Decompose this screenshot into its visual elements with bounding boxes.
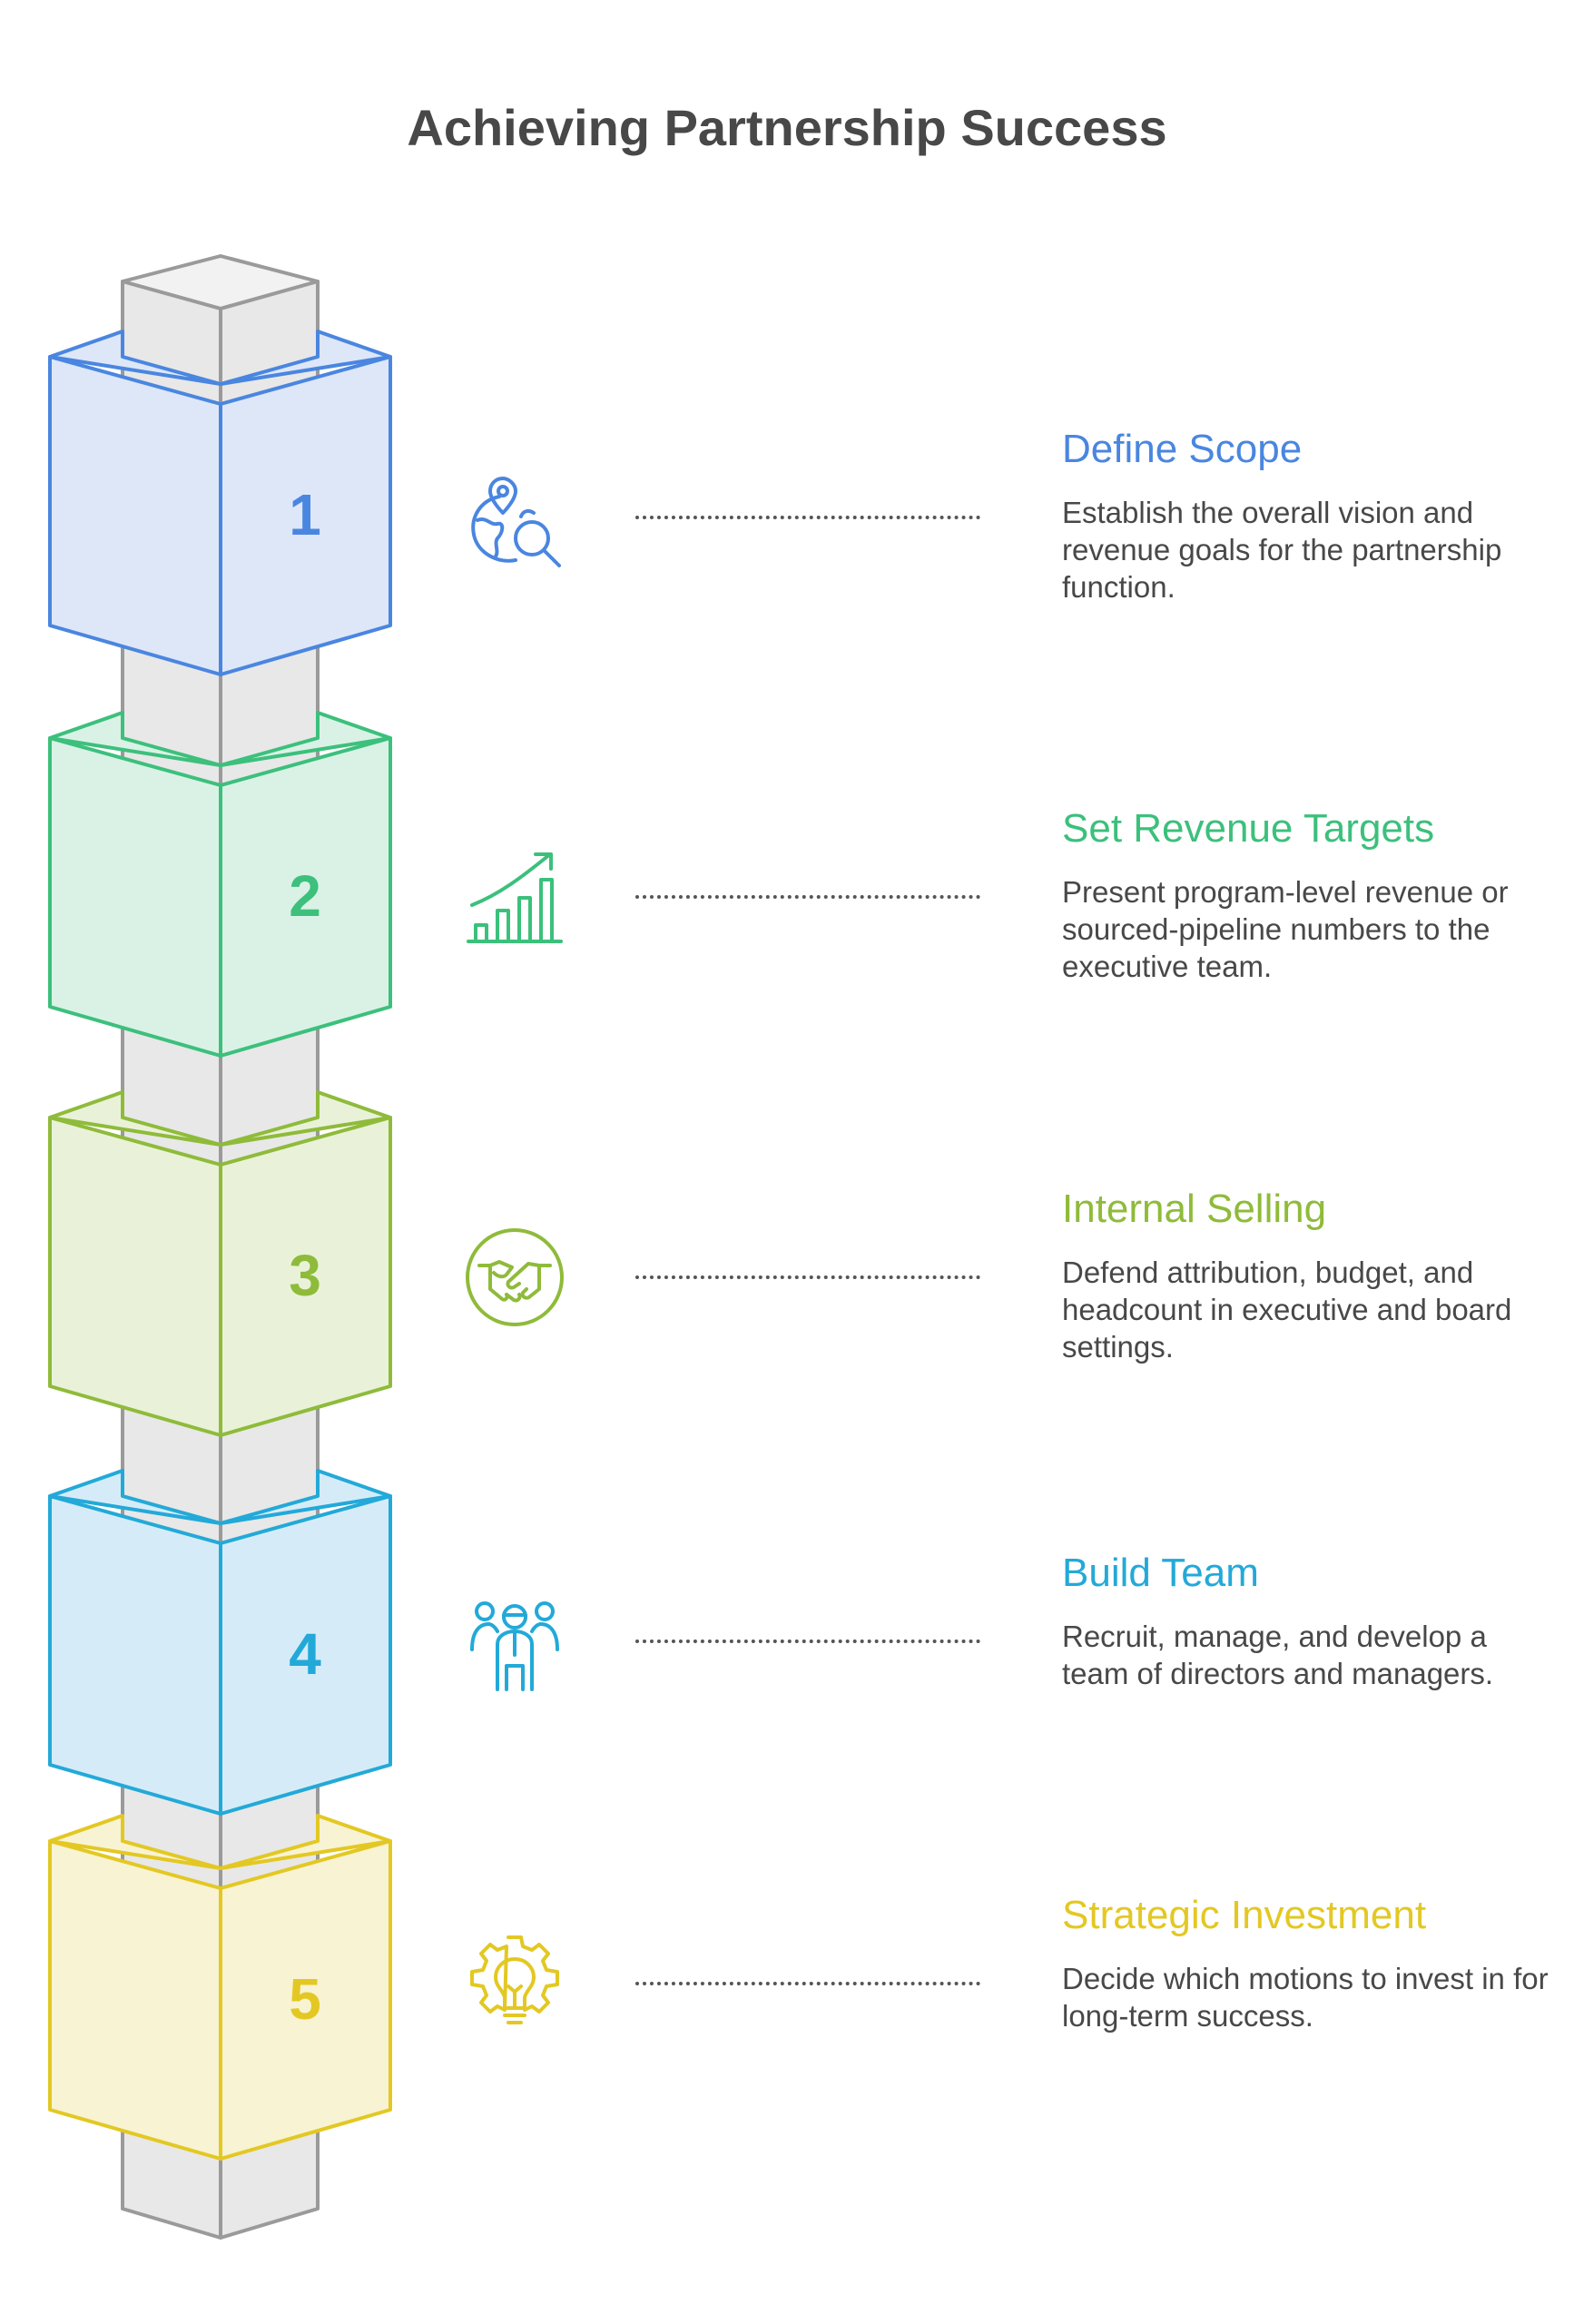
step-description: Defend attribution, budget, and headcoun… xyxy=(1062,1256,1512,1364)
dotted-connector xyxy=(635,1640,980,1647)
step-title: Internal Selling xyxy=(1062,1187,1327,1231)
step-number-2: 2 xyxy=(289,863,321,929)
diagram-title: Achieving Partnership Success xyxy=(407,99,1167,156)
step-cube-2: 2 xyxy=(48,711,392,1058)
step-number-3: 3 xyxy=(289,1243,321,1308)
step-description: Decide which motions to invest in for lo… xyxy=(1062,1962,1549,2033)
handshake-icon xyxy=(463,1226,566,1329)
growth-chart-icon xyxy=(463,845,566,949)
step-title: Strategic Investment xyxy=(1062,1893,1427,1937)
step-title: Define Scope xyxy=(1062,427,1303,471)
step-description: Present program-level revenue or sourced… xyxy=(1062,875,1509,983)
dotted-connector xyxy=(635,895,980,902)
step-cube-1: 1 xyxy=(48,330,392,676)
step-cube-4: 4 xyxy=(48,1469,392,1816)
step-cube-3: 3 xyxy=(48,1090,392,1437)
dotted-connector xyxy=(635,1982,980,1989)
globe-search-icon xyxy=(463,466,566,569)
lightbulb-gear-icon xyxy=(463,1932,566,2035)
step-title: Build Team xyxy=(1062,1551,1259,1595)
step-description: Recruit, manage, and develop a team of d… xyxy=(1062,1620,1494,1690)
step-number-5: 5 xyxy=(289,1966,321,2032)
step-title: Set Revenue Targets xyxy=(1062,806,1435,851)
dotted-connector xyxy=(635,516,980,523)
step-description: Establish the overall vision and revenue… xyxy=(1062,496,1502,604)
step-number-1: 1 xyxy=(289,482,321,547)
step-number-4: 4 xyxy=(289,1621,321,1687)
dotted-connector xyxy=(635,1275,980,1283)
step-cube-5: 5 xyxy=(48,1814,392,2161)
team-icon xyxy=(463,1590,566,1693)
